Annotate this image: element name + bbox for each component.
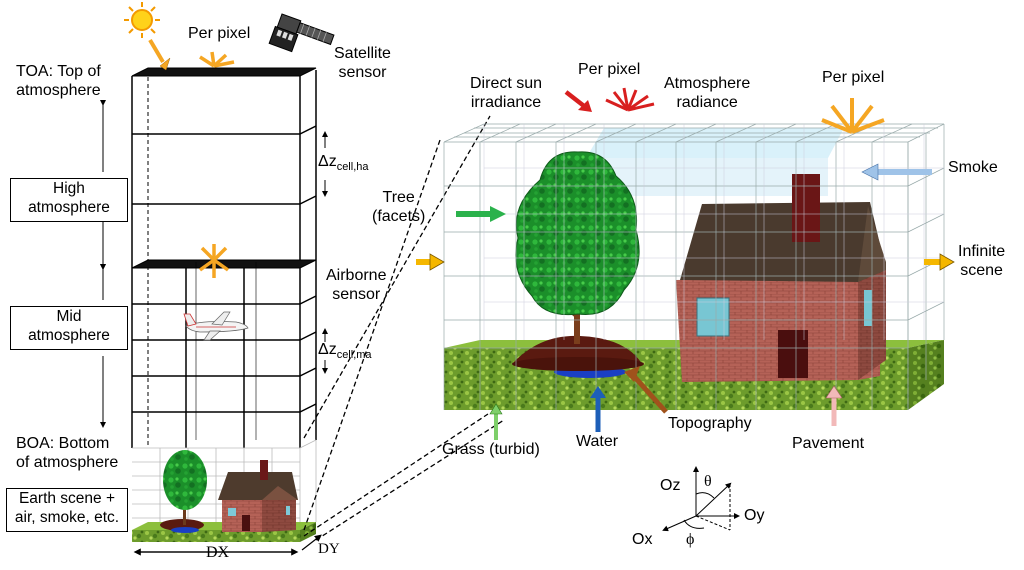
terrain (512, 335, 644, 378)
dx-label: DX (206, 544, 230, 561)
coordinate-axes (662, 466, 740, 532)
topography-label: Topography (668, 415, 752, 432)
high-atmosphere-box: High atmosphere (10, 178, 128, 222)
dz-cell-ma-label: Δzcell,ma (318, 341, 372, 362)
left-boundary-arrow (416, 253, 445, 271)
mid-atmosphere-box: Mid atmosphere (10, 306, 128, 350)
oy-label: Oy (744, 507, 765, 524)
infinite-scene-label: Infinite scene (958, 243, 1006, 279)
projection-lines (303, 115, 505, 541)
smoke-label: Smoke (948, 159, 998, 176)
smoke-pointer-arrow (861, 163, 932, 181)
airplane-icon (183, 311, 249, 341)
satellite-sensor-label: Satellite sensor (334, 45, 391, 81)
oz-label: Oz (660, 477, 681, 494)
scene-grid-lines (443, 123, 945, 410)
airborne-sensor-label: Airborne sensor (326, 267, 387, 303)
dy-label: DY (318, 541, 340, 557)
infinite-scene-arrow (924, 253, 955, 271)
small-earth-scene (132, 450, 316, 542)
atmosphere-column (131, 67, 317, 530)
grass-label: Grass (turbid) (442, 441, 540, 458)
water-label: Water (576, 433, 619, 450)
direct-sun-irradiance-label: Direct sun irradiance (470, 75, 543, 111)
water-pointer-arrow (590, 386, 606, 432)
dy-dimension (301, 534, 322, 551)
per-pixel-arrows-toa (199, 51, 235, 68)
satellite-icon (268, 13, 335, 53)
sun-ray-arrow (148, 38, 171, 71)
per-pixel-label-toa: Per pixel (188, 25, 251, 42)
boa-label: BOA: Bottom of atmosphere (16, 435, 119, 471)
per-pixel-arrows-mid (198, 244, 230, 278)
earth-scene-box: Earth scene + air, smoke, etc. (6, 488, 128, 532)
dz-cell-ha-label: Δzcell,ha (318, 153, 369, 174)
toa-label: TOA: Top of atmosphere (16, 63, 101, 99)
per-pixel-label-top: Per pixel (578, 61, 641, 78)
per-pixel-arrows-right (821, 98, 885, 134)
sun-icon (124, 2, 160, 38)
house-icon (676, 174, 886, 382)
tree-pointer-arrow (456, 206, 506, 222)
pavement-pointer-arrow (825, 385, 843, 426)
tree-icon (515, 151, 640, 344)
theta-label: θ (704, 473, 712, 490)
atmosphere-radiance-arrows (605, 87, 655, 112)
phi-label: ϕ (686, 531, 695, 548)
grass-pointer-arrow (489, 403, 503, 440)
pavement-label: Pavement (792, 435, 865, 452)
per-pixel-label-right: Per pixel (822, 69, 885, 86)
ox-label: Ox (632, 531, 653, 548)
tree-facets-label: Tree (facets) (372, 189, 426, 225)
direct-sun-arrow (564, 90, 592, 112)
atmosphere-radiance-label: Atmosphere radiance (664, 75, 751, 111)
topography-pointer-arrow (624, 366, 668, 414)
